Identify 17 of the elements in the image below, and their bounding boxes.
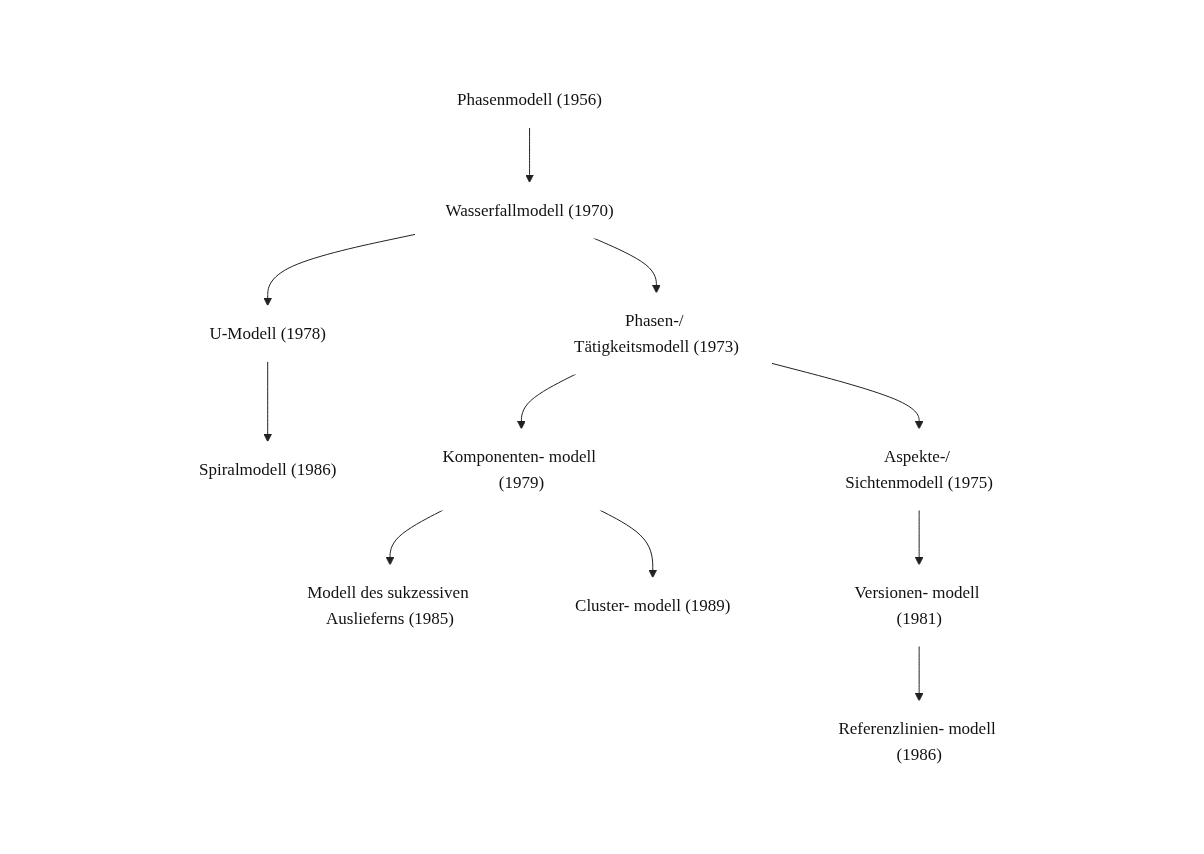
node-text: Referenzlinien- modell (1986) <box>838 719 997 764</box>
arrow <box>263 360 273 443</box>
node-text: Phasenmodell (1956) <box>457 90 603 109</box>
arrow <box>525 127 535 183</box>
node-text: Aspekte-/ Sichtenmodell (1975) <box>845 447 994 492</box>
arrow <box>771 362 924 430</box>
node-text: Phasen-/ Tätigkeitsmodell (1973) <box>574 311 740 356</box>
node-text: Wasserfallmodell (1970) <box>445 200 615 220</box>
node-text: Cluster- modell (1989) <box>575 595 731 615</box>
node-text: Spiralmodell (1986) <box>199 459 337 479</box>
node-text: Versionen- modell (1981) <box>854 583 980 628</box>
node-text: Modell des sukzessiven Auslieferns (1985) <box>307 583 470 628</box>
arrow <box>915 509 924 566</box>
arrow <box>263 233 417 307</box>
arrow <box>915 645 924 702</box>
node-text: Komponenten- modell (1979) <box>442 447 597 492</box>
node-text: U-Modell (1978) <box>209 323 327 343</box>
